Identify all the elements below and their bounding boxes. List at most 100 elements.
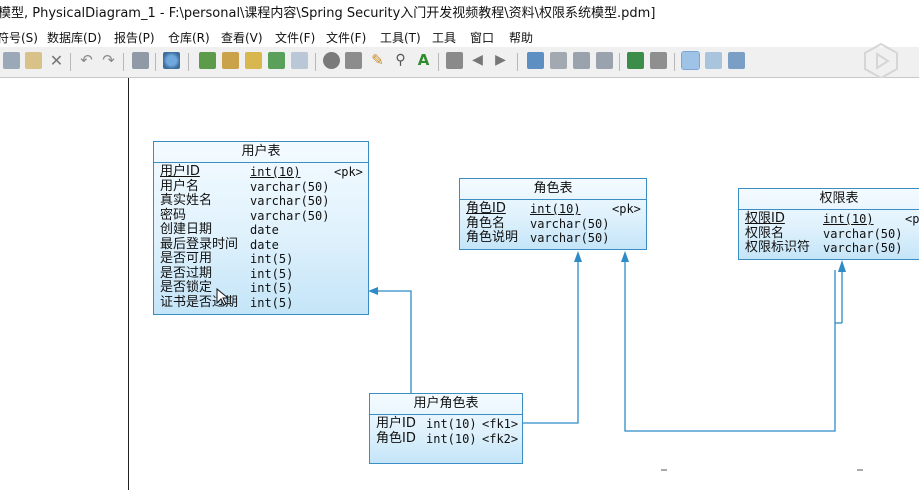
text-icon[interactable]: A [417,51,430,69]
play-watermark-icon [864,42,898,80]
toolbar-separator [123,53,124,71]
column-name: 权限ID [745,211,785,226]
column-type: int(5) [250,252,294,266]
pencil-icon[interactable]: ✎ [371,51,384,69]
column-key: <pk> [334,165,363,179]
reference-line-permission [624,260,836,432]
monitor-icon[interactable] [728,52,745,69]
column-type: int(5) [250,266,294,281]
layout-3-icon[interactable] [573,52,590,69]
layout-4-icon[interactable] [596,52,613,69]
menu-report[interactable]: 报告(P) [114,31,155,45]
menu-database[interactable]: 数据库(D) [47,31,102,45]
zoom-icon[interactable] [323,52,340,69]
export-icon[interactable] [291,52,308,69]
open-model-icon[interactable] [222,52,239,69]
menu-tools-1[interactable]: 工具(T) [380,31,421,45]
table-row[interactable]: 用户ID int(10) <fk1> [370,416,522,432]
column-type: int(10) [426,431,477,446]
arrow-right-icon[interactable]: ▶ [495,52,506,68]
column-name: 密码 [160,207,187,223]
column-name: 是否锁定 [160,280,213,295]
table-row[interactable]: 角色ID int(10) <fk2> [370,430,522,447]
column-type: date [250,237,279,252]
column-type: varchar(50) [823,241,903,255]
panel-icon[interactable] [705,52,722,69]
redo-icon[interactable]: ↷ [102,51,115,69]
arrow-left-icon[interactable]: ◀ [472,52,483,68]
column-name: 角色ID [376,430,416,446]
toolbar-separator [517,53,518,71]
column-type: varchar(50) [823,226,903,241]
menu-help[interactable]: 帮助 [509,31,534,45]
column-type: int(10) [823,212,874,226]
pointer-icon[interactable] [681,51,700,70]
undo-icon[interactable]: ↶ [80,51,93,69]
menu-symbol[interactable]: 符号(S) [0,31,38,45]
layout-2-icon[interactable] [550,52,567,69]
reference-line-user [378,290,412,394]
toolbar-separator [155,53,156,71]
menu-file-1[interactable]: 文件(F) [275,31,316,45]
column-name: 是否可用 [160,251,213,266]
delete-icon[interactable]: ✕ [49,51,64,70]
menu-tools-2[interactable]: 工具 [432,31,457,45]
toolbar-separator [674,53,675,71]
link-icon[interactable]: ⚲ [395,52,406,68]
column-key: <fk2> [482,431,519,446]
menu-window[interactable]: 窗口 [470,31,495,45]
column-type: int(10) [426,417,477,431]
toolbar-separator [619,53,620,71]
column-type: varchar(50) [250,179,330,194]
reference-line-role [522,260,579,424]
image-icon[interactable] [650,52,667,69]
print-icon[interactable] [245,52,262,69]
package-icon[interactable] [199,52,216,69]
column-type: varchar(50) [530,231,610,245]
shape-icon[interactable] [446,52,463,69]
column-type: int(10) [530,202,581,216]
column-name: 用户ID [160,164,200,179]
copy-icon[interactable] [3,52,20,69]
menu-file-2[interactable]: 文件(F) [326,31,367,45]
column-name: 用户ID [376,416,416,431]
mouse-cursor-icon [216,288,228,306]
table-row[interactable]: 是否可用 int(5) [154,251,368,267]
window-title-bar: 模型, PhysicalDiagram_1 - F:\personal\课程内容… [0,0,919,27]
arrowhead-role [574,251,582,262]
refresh-icon[interactable] [163,52,180,69]
check-model-icon[interactable] [268,52,285,69]
menu-repository[interactable]: 仓库(R) [168,31,210,45]
grid-icon[interactable] [627,52,644,69]
menu-view[interactable]: 查看(V) [221,31,263,45]
toolbar-separator [438,53,439,71]
layout-1-icon[interactable] [527,52,544,69]
column-type: date [250,223,279,237]
square-icon[interactable] [345,52,362,69]
format-painter-icon[interactable] [132,52,149,69]
toolbar: ✕ ↶ ↷ ✎ ⚲ A ◀ ▶ [0,47,919,78]
paste-icon[interactable] [25,52,42,69]
canvas-divider [128,78,129,490]
column-key: <fk1> [482,417,519,431]
